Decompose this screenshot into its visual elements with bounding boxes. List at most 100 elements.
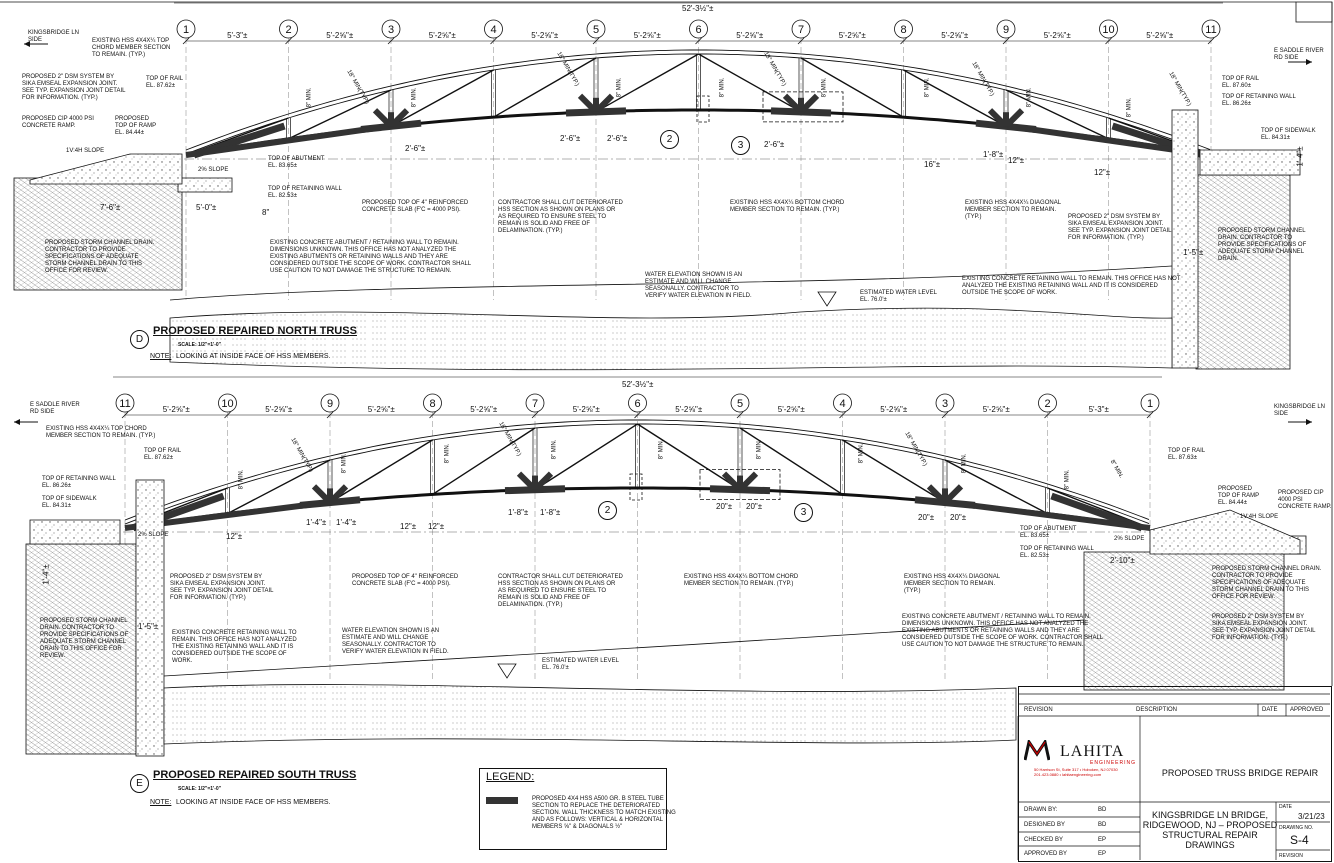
north-view-tag: D [130, 330, 149, 349]
south-min-label-1: 8" MIN. [238, 469, 245, 490]
south-dim-13: 1'-4"± [41, 564, 51, 585]
south-panel-spacing-6: 5'-2⅝"± [675, 405, 703, 414]
approved-by-value: EP [1098, 851, 1107, 857]
north-grid-label-10: 10 [1102, 24, 1114, 36]
company-name: LAHITA [1060, 743, 1125, 760]
drawing-number-label: DRAWING NO. [1279, 825, 1314, 831]
north-top-of-sidewalk: TOP OF SIDEWALK EL. 84.31± [1261, 128, 1316, 141]
north-proposed-vert-stub-1 [388, 112, 394, 127]
north-proposed-chord-left [185, 124, 384, 158]
north-proposed-vert-stub-3 [798, 97, 804, 112]
north-dim-6: 2'-6"± [764, 140, 785, 149]
north-diagonal-7 [800, 57, 904, 118]
south-panel-spacing-2: 5'-2⅝"± [265, 405, 293, 414]
revision-label: REVISION [1279, 853, 1303, 859]
checked-by-value: EP [1098, 837, 1107, 843]
company-address: 50 Harrison St, Suite 317 • Hoboken, NJ … [1034, 767, 1118, 777]
tb-description-header: DESCRIPTION [1136, 707, 1178, 713]
south-dim-tick-9 [941, 411, 949, 419]
south-panel-spacing-10: 5'-3"± [1089, 405, 1110, 414]
south-dim-8: 20"± [716, 502, 733, 511]
north-dim-4: 2'-6"± [560, 134, 581, 143]
north-water-level-symbol [817, 291, 837, 307]
south-top-chord-outer [124, 419, 1150, 521]
south-grid-label-5: 7 [532, 398, 538, 410]
north-dim-11: 8" [262, 208, 270, 217]
south-detail-box-2 [629, 473, 643, 501]
north-scale: SCALE: 1/2"=1'-0" [178, 342, 222, 348]
south-grid-label-10: 2 [1044, 398, 1050, 410]
south-dim-12: 2'-10"± [1110, 556, 1135, 565]
north-panel-spacing-9: 5'-2⅝"± [1044, 31, 1072, 40]
south-top-chord-note: EXISTING HSS 4X4X¼ TOP CHORD MEMBER SECT… [46, 426, 156, 439]
south-dim-14: 1'-5"± [138, 622, 159, 631]
south-water-body [163, 684, 1017, 745]
north-water-body [169, 307, 1173, 371]
north-note-label: NOTE: [150, 353, 172, 360]
north-dim-9: 12"± [1008, 156, 1025, 165]
north-grid-label-5: 5 [593, 24, 599, 36]
south-dim-tick-4 [429, 411, 436, 419]
north-proposed-vert-stub-2 [593, 97, 599, 112]
legend-swatch [486, 797, 518, 804]
south-min-label-8: 8" MIN. [961, 453, 968, 474]
north-dim-tick-7 [797, 37, 805, 45]
south-panel-spacing-4: 5'-2⅝"± [470, 405, 498, 414]
south-grid-label-1: 11 [119, 398, 130, 410]
south-grid-label-4: 8 [429, 398, 435, 410]
north-abutment-note: EXISTING CONCRETE ABUTMENT / RETAINING W… [270, 240, 472, 274]
north-dim-tick-6 [695, 37, 702, 45]
south-proposed-chord-right [956, 500, 1151, 531]
south-retaining-wall-1 [135, 479, 165, 757]
north-retaining-wall-1 [1171, 109, 1199, 369]
south-callout-3: 3 [794, 503, 813, 522]
south-diagonal-8 [842, 439, 946, 503]
south-grid-label-6: 6 [634, 398, 640, 410]
north-diagonal-4 [493, 57, 597, 118]
south-dim-5: 12"± [428, 522, 445, 531]
south-top-of-abutment: TOP OF ABUTMENT EL. 83.65± [1020, 526, 1077, 539]
south-dim-tick-8 [839, 411, 846, 419]
north-ramp-1 [29, 153, 183, 185]
south-overall-dimension: 52'-3½"± [622, 380, 654, 389]
south-dim-tick-2 [224, 411, 231, 419]
north-panel-spacing-10: 5'-2⅝"± [1146, 31, 1174, 40]
south-wall-left-note: EXISTING CONCRETE RETAINING WALL TO REMA… [172, 630, 297, 664]
date-label: DATE [1279, 804, 1292, 810]
south-title: PROPOSED REPAIRED SOUTH TRUSS [153, 769, 357, 781]
north-panel-spacing-4: 5'-2⅝"± [531, 31, 559, 40]
south-proposed-vert-stub-2 [532, 475, 538, 490]
legend-title: LEGEND: [486, 771, 535, 783]
north-grid-label-8: 8 [900, 24, 906, 36]
south-proposed-chord-seg-3 [709, 485, 771, 495]
north-dim-tick-5 [592, 37, 600, 45]
south-dim-11: 20"± [950, 513, 967, 522]
south-diagonal-9 [944, 459, 1048, 515]
south-panel-spacing-7: 5'-2⅝"± [778, 405, 806, 414]
south-panel-spacing-9: 5'-2⅝"± [983, 405, 1011, 414]
north-grid-label-2: 2 [285, 24, 291, 36]
north-panel-spacing-8: 5'-2⅝"± [941, 31, 969, 40]
north-callout-3: 3 [731, 136, 750, 155]
north-dim-1: 7'-6"± [100, 203, 121, 212]
north-min-label-3: 8" MIN. [616, 77, 623, 98]
south-proposed-chord-seg-1 [299, 496, 361, 509]
north-min-label-5: 8" MIN. [821, 77, 828, 98]
south-dim-tick-6 [634, 411, 641, 419]
north-angle-label-3: 18° MIN(TYP.) [762, 51, 787, 88]
south-grid-label-7: 5 [737, 398, 743, 410]
north-top-chord-note: EXISTING HSS 4X4X¼ TOP CHORD MEMBER SECT… [92, 38, 171, 58]
north-dim-tick-4 [490, 37, 497, 45]
north-proposed-vert-stub-4 [1003, 112, 1009, 127]
north-top-of-retaining-wall-left: TOP OF RETAINING WALL EL. 82.53± [268, 186, 342, 199]
south-min-label-4: 8" MIN. [551, 439, 558, 460]
south-storm-left-note: PROPOSED STORM CHANNEL DRAIN. CONTRACTOR… [40, 618, 129, 659]
south-ramp-1 [29, 519, 121, 545]
south-diagonal-6 [637, 423, 741, 491]
north-left-direction: KINGSBRIDGE LN SIDE [28, 30, 80, 43]
south-dim-1: 12"± [226, 532, 243, 541]
north-min-label-8: 8" MIN. [1126, 97, 1133, 118]
drawn-by-value: BD [1098, 807, 1107, 813]
south-scale: SCALE: 1/2"=1'-0" [178, 786, 222, 792]
